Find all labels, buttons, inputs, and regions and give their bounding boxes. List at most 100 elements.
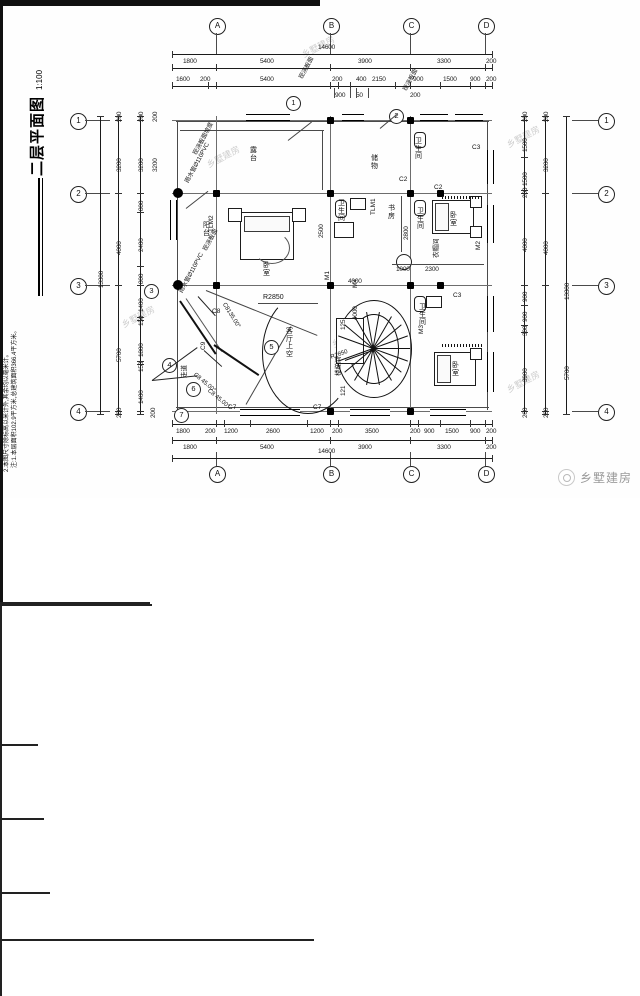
grid-bubble-4-left[interactable]: 4	[70, 404, 87, 421]
furniture-nightstand-ne2	[470, 226, 482, 238]
radius-label-curve: R2850	[263, 294, 284, 301]
dim-interior-1000: 1000	[396, 266, 410, 273]
window-south-living	[240, 409, 300, 416]
window-north-bath	[342, 114, 364, 121]
grid-bubble-C-top[interactable]: C	[403, 18, 420, 35]
room-label-storage: 储物	[371, 155, 378, 170]
grid-leader-2-right	[572, 193, 598, 194]
dim-overall-width: 14600	[318, 44, 336, 51]
room-label-living-void: 客厅上空	[286, 328, 293, 358]
dim-overall-width-bottom: 14600	[318, 448, 336, 455]
dim-top-inner-4: 400	[356, 76, 367, 83]
door-tag-m2: M3	[418, 324, 425, 334]
dim-top-inner-7: 1500	[443, 76, 457, 83]
room-label-bath-mid: 卫生间	[338, 200, 345, 223]
grid-leader-D-bottom	[485, 452, 486, 466]
dim-line-overall-top	[172, 54, 492, 55]
grid-bubble-1-left[interactable]: 1	[70, 113, 87, 130]
dim-top-inner-5: 2150	[372, 76, 386, 83]
exterior-wall-south	[0, 3, 320, 6]
dim-overall-height-right: 13300	[564, 282, 571, 300]
window-south-bedroom	[430, 409, 466, 416]
wall-upper-c-vertical	[0, 820, 2, 892]
dim-bottom-inner-2: 1200	[224, 428, 238, 435]
dim-top-outer-1: 5400	[260, 58, 274, 65]
dim-bottom-inner-5: 200	[332, 428, 343, 435]
dim-left-mid-0: 200	[138, 111, 145, 122]
dim-top-outer-2: 3900	[358, 58, 372, 65]
grid-bubble-4-right[interactable]: 4	[598, 404, 615, 421]
grid-bubble-3-left[interactable]: 3	[70, 278, 87, 295]
curved-partition	[262, 292, 354, 414]
dim-line-right-outer	[545, 116, 546, 414]
detail-bubble-2[interactable]: 2	[389, 109, 404, 124]
window-east-mid	[487, 205, 494, 243]
wall-upper-bath-east	[0, 746, 2, 818]
window-tag-c7: C7	[313, 404, 322, 411]
dim-bottom-outer-1: 5400	[260, 444, 274, 451]
grid-leader-1-right	[572, 120, 598, 121]
dim-bottom-outer-0: 1800	[183, 444, 197, 451]
dim-top-outer-0: 1800	[183, 58, 197, 65]
annotation-rain-pipe-2: 雨水管Ø110PVC	[178, 252, 205, 295]
dim-left-mid-4: 800	[138, 273, 145, 284]
door-tag-m3: M2	[475, 240, 482, 250]
room-label-master-bed: 卧室	[263, 262, 270, 277]
room-label-bed-ne: 卧室	[450, 212, 457, 227]
drawing-note-2: 2.本图尺寸除标高以米计外,其余均以毫米计。	[4, 351, 10, 472]
column-b2	[327, 190, 334, 197]
grid-bubble-C-bottom[interactable]: C	[403, 466, 420, 483]
dim-bottom-inner-3: 2600	[266, 428, 280, 435]
dim-interior-4000b: 4000	[352, 306, 359, 320]
page-title: 二层平面图	[29, 95, 46, 176]
door-tag-tlm1: TLM1	[370, 198, 377, 215]
grid-bubble-3-right[interactable]: 3	[598, 278, 615, 295]
window-tag-c3b: C3	[453, 292, 462, 299]
grid-bubble-B-top[interactable]: B	[323, 18, 340, 35]
dim-left-mid-1: 3200	[138, 158, 145, 172]
grid-leader-2-left	[85, 193, 110, 194]
column-b4	[327, 408, 334, 415]
gridline-A	[216, 116, 217, 414]
column-c2	[407, 190, 414, 197]
grid-bubble-1-right[interactable]: 1	[598, 113, 615, 130]
room-label-bed-se: 卧室	[452, 362, 459, 377]
dim-left-mid-6: 150	[138, 315, 145, 326]
grid-bubble-2-right[interactable]: 2	[598, 186, 615, 203]
detail-bubble-6[interactable]: 6	[186, 382, 201, 397]
fixture-shower-mid	[334, 222, 354, 238]
dim-right-mid-5: 900	[522, 291, 529, 302]
fixture-toilet-ne	[414, 132, 426, 148]
grid-leader-A-top	[216, 33, 217, 55]
dim-bottom-inner-1: 200	[205, 428, 216, 435]
dim-interior-121: 121	[340, 385, 347, 396]
grid-bubble-2-left[interactable]: 2	[70, 186, 87, 203]
dim-bottom-inner-4: 1200	[310, 428, 324, 435]
detail-bubble-1[interactable]: 1	[286, 96, 301, 111]
rain-pipe-node-north	[173, 188, 183, 198]
column-c3	[407, 282, 414, 289]
grid-bubble-A-bottom[interactable]: A	[209, 466, 226, 483]
dim-line-right-overall	[566, 116, 567, 414]
dim-left-mid-3: 2400	[138, 238, 145, 252]
detail-bubble-7[interactable]: 7	[174, 408, 189, 423]
detail-bubble-5[interactable]: 5	[264, 340, 279, 355]
grid-bubble-A-top[interactable]: A	[209, 18, 226, 35]
room-label-balcony-top: 露台	[250, 147, 257, 162]
furniture-nightstand-left	[228, 208, 242, 222]
detail-bubble-3[interactable]: 3	[144, 284, 159, 299]
dim-interior-2800: 2800	[403, 226, 410, 240]
wall-mid-left-vert	[0, 941, 2, 996]
wall-angled-nw	[179, 300, 217, 355]
grid-bubble-B-bottom[interactable]: B	[323, 466, 340, 483]
rain-pipe-node-south	[173, 280, 183, 290]
dim-top-outer-4: 200	[486, 58, 497, 65]
dim-bottom-inner-0: 1800	[176, 428, 190, 435]
dim-line-overall-bottom	[172, 458, 492, 459]
grid-bubble-D-top[interactable]: D	[478, 18, 495, 35]
window-east-upper	[487, 150, 494, 184]
dim-line-left-outer	[118, 116, 119, 414]
grid-bubble-D-bottom[interactable]: D	[478, 466, 495, 483]
exterior-wall-north	[0, 0, 320, 3]
column-c1	[407, 117, 414, 124]
